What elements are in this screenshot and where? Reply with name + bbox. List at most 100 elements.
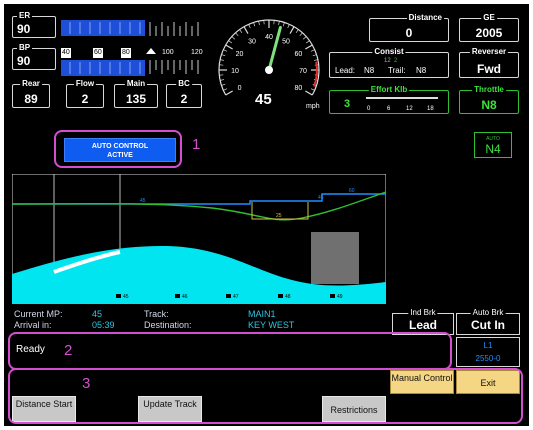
- speedometer-tick-label: 70: [299, 68, 307, 75]
- speedometer-minor-tick: [223, 49, 228, 52]
- bar-scale-40: 40: [61, 48, 71, 58]
- exit-label: Exit: [480, 378, 496, 388]
- callout-number-1: 1: [192, 136, 201, 153]
- auto-throttle-indicator: AUTO N4: [474, 132, 512, 158]
- update-track-button[interactable]: Update Track: [138, 396, 202, 422]
- speedometer-tick-label: 60: [295, 51, 303, 58]
- callout-box-3: [8, 368, 523, 424]
- speedometer-hub: [265, 66, 273, 74]
- speed-limit-line: [12, 193, 386, 205]
- speedometer-minor-tick: [220, 79, 225, 81]
- mile-marker-icon-5: [330, 294, 335, 298]
- speedometer-minor-tick: [235, 32, 239, 37]
- manual-control-label: Manual Control: [391, 373, 453, 383]
- speedometer-minor-tick: [282, 22, 285, 27]
- manual-control-button[interactable]: Manual Control: [390, 370, 454, 394]
- auto-brk-value: Cut In: [471, 318, 505, 332]
- speedometer-minor-tick: [302, 36, 307, 40]
- speedometer-minor-tick: [231, 36, 236, 40]
- distance-start-button[interactable]: Distance Start: [12, 396, 76, 422]
- speed-label-2: 45: [318, 195, 324, 201]
- speedometer-minor-tick: [306, 40, 310, 44]
- auto-control-line1: AUTO CONTROL: [91, 143, 149, 150]
- terrain-fill: [12, 246, 386, 304]
- speedometer-tick-label: 0: [238, 85, 242, 92]
- independent-brake-display: Ind Brk Lead: [392, 308, 454, 335]
- auto-brk-label: Auto Brk: [470, 308, 506, 318]
- terrain-highlight: [53, 250, 121, 274]
- speedometer-minor-tick: [220, 59, 225, 61]
- speedometer-minor-tick: [239, 29, 243, 33]
- track-value: MAIN1: [248, 309, 276, 319]
- restrictions-button[interactable]: Restrictions: [322, 396, 386, 422]
- speedometer-tick-label: 40: [265, 34, 273, 41]
- main-gauge: Main 135: [114, 79, 158, 108]
- speedometer-minor-tick: [258, 21, 260, 26]
- flow-value: 2: [81, 92, 89, 106]
- speedometer-minor-tick: [299, 32, 303, 37]
- destination-label: Destination:: [144, 320, 192, 330]
- consist-count-right: 2: [394, 58, 398, 64]
- speedometer-minor-tick: [278, 21, 280, 26]
- auto-control-active-button[interactable]: AUTO CONTROL ACTIVE: [64, 138, 176, 162]
- auto-brake-display: Auto Brk Cut In: [456, 308, 520, 335]
- rear-label: Rear: [20, 79, 42, 89]
- update-track-label: Update Track: [143, 399, 197, 409]
- consist-trail-label: Trail:: [388, 66, 406, 75]
- throttle-display: Throttle N8: [459, 85, 519, 114]
- speedometer-minor-tick: [223, 88, 228, 91]
- speedometer-minor-tick: [287, 24, 290, 29]
- speed-label-3: 60: [349, 188, 355, 194]
- bc-label: BC: [176, 79, 192, 89]
- main-label: Main: [124, 79, 148, 89]
- effort-scale-18: 18: [427, 106, 434, 112]
- side-info-box: L1 2550-0: [456, 337, 520, 367]
- distance-start-label: Distance Start: [15, 399, 73, 409]
- side-info-line2: 2550-0: [475, 354, 501, 363]
- rear-gauge: Rear 89: [12, 79, 50, 108]
- speedometer-minor-tick: [221, 83, 226, 86]
- effort-scale-6: 6: [387, 106, 391, 112]
- speedometer-tick-label: 80: [295, 85, 303, 92]
- speed-label-4: 25: [276, 213, 282, 219]
- speedometer-major-tick: [225, 90, 233, 96]
- auto-indicator-label: AUTO: [486, 136, 500, 142]
- reverser-label: Reverser: [469, 47, 509, 57]
- speedometer-minor-tick: [248, 24, 251, 29]
- bp-label: BP: [17, 43, 33, 53]
- mile-marker-2: 46: [182, 294, 188, 300]
- speedometer-minor-tick: [295, 29, 299, 33]
- speedometer-major-tick: [305, 90, 313, 96]
- speed-value: 45: [255, 91, 272, 108]
- bc-gauge: BC 2: [166, 79, 202, 108]
- mile-marker-1: 45: [123, 294, 129, 300]
- distance-display: Distance 0: [369, 13, 449, 42]
- arrival-value: 05:39: [92, 320, 115, 330]
- bar-scale-120: 120: [191, 49, 203, 56]
- throttle-label: Throttle: [472, 85, 506, 95]
- effort-scale-0: 0: [367, 106, 371, 112]
- er-bar: [61, 20, 145, 36]
- callout-number-3: 3: [82, 375, 91, 392]
- er-gauge: ER 90: [12, 11, 56, 38]
- bar-scale-80: 80: [121, 48, 131, 58]
- pressure-bar-graphs: [61, 20, 199, 76]
- ind-brk-label: Ind Brk: [408, 308, 438, 318]
- bp-bar-ticks: [149, 60, 199, 74]
- callout-box-2: [8, 332, 452, 370]
- bc-value: 2: [180, 92, 188, 106]
- callout-box-1: [54, 130, 182, 168]
- bar-scale-100: 100: [162, 49, 174, 56]
- overspeed-band: [313, 61, 318, 87]
- effort-panel: Effort Klb 3 0 6 12 18: [329, 85, 449, 114]
- arrival-label: Arrival in:: [14, 320, 52, 330]
- exit-button[interactable]: Exit: [456, 370, 520, 394]
- reverser-display: Reverser Fwd: [459, 47, 519, 78]
- bp-bar: [61, 60, 145, 76]
- current-mp-value: 45: [92, 309, 103, 319]
- mile-marker-3: 47: [233, 294, 239, 300]
- consist-panel: Consist 12 2 Lead: N8 Trail: N8: [329, 47, 449, 78]
- bar-scale-60: 60: [93, 48, 103, 58]
- main-value: 135: [125, 92, 147, 106]
